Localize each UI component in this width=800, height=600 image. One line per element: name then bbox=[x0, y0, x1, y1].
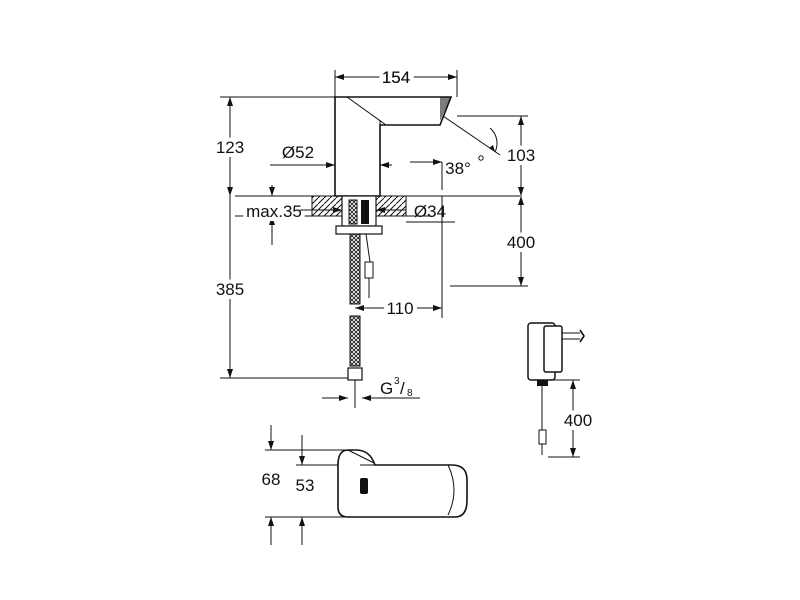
dim-thread-slash: / bbox=[400, 379, 405, 398]
dim-154-label: 154 bbox=[382, 68, 410, 87]
dim-68: 68 bbox=[262, 425, 356, 545]
dim-103-label: 103 bbox=[507, 146, 535, 165]
supply-hose bbox=[347, 233, 374, 408]
dim-max-35-label: max.35 bbox=[246, 202, 302, 221]
dim-53-label: 53 bbox=[296, 476, 315, 495]
faucet-side-view bbox=[334, 96, 501, 197]
faucet-top-view bbox=[337, 449, 468, 518]
dim-400-adapter: 400 bbox=[548, 379, 596, 458]
dim-thread-label: G bbox=[380, 379, 393, 398]
dim-110: 110 bbox=[355, 196, 443, 322]
dim-68-label: 68 bbox=[262, 470, 281, 489]
dim-154-text: 154 bbox=[382, 68, 410, 87]
dim-123-label: 123 bbox=[216, 138, 244, 157]
mounting-shank bbox=[335, 195, 383, 235]
dim-103: 103 bbox=[457, 115, 539, 196]
dim-diameter-34: Ø34 bbox=[300, 202, 455, 223]
dim-385: 385 bbox=[212, 196, 348, 379]
dim-angle-38-label: 38° bbox=[445, 159, 471, 178]
dim-400-hose: 400 bbox=[450, 196, 539, 287]
dim-400-adapter-label: 400 bbox=[564, 411, 592, 430]
dim-thread-numerator: 3 bbox=[394, 376, 400, 387]
dim-thread-denominator: 8 bbox=[407, 388, 413, 399]
dim-110-label: 110 bbox=[386, 299, 413, 318]
power-adapter-icon bbox=[527, 322, 585, 455]
dim-400-hose-label: 400 bbox=[507, 233, 535, 252]
dim-53: 53 bbox=[296, 435, 338, 545]
dim-154: 154 154 bbox=[334, 64, 458, 97]
dim-thread: G 3 / 8 bbox=[322, 376, 420, 401]
dim-max-35: max.35 bbox=[242, 185, 306, 245]
dim-123: 123 bbox=[212, 96, 335, 196]
dim-angle-38: 38° bbox=[410, 127, 498, 190]
dim-diameter-52: Ø52 bbox=[270, 143, 392, 168]
dim-diameter-52-label: Ø52 bbox=[282, 143, 314, 162]
dim-diameter-34-label: Ø34 bbox=[414, 202, 446, 221]
dim-385-label: 385 bbox=[216, 280, 244, 299]
